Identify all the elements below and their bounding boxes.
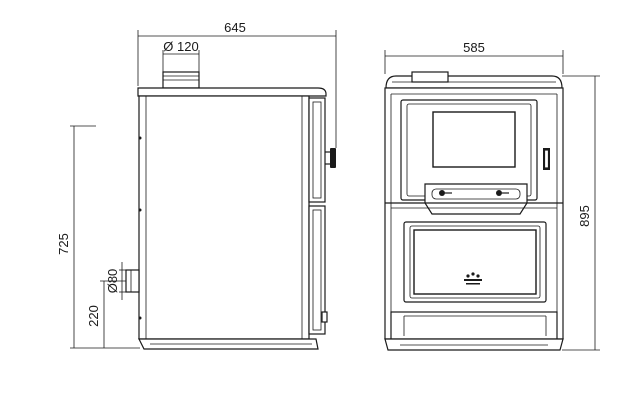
front-brand-logo <box>464 272 482 285</box>
dim-side-width: 645 <box>224 20 246 35</box>
dim-body-height: 725 <box>56 233 71 255</box>
front-view <box>384 71 564 351</box>
front-base <box>384 338 564 351</box>
dim-flue-diameter: Ø 120 <box>163 39 198 54</box>
side-door-handle <box>330 148 336 168</box>
front-control-knob-left <box>439 190 445 196</box>
side-dimensions: 645 Ø 120 725 220 Ø80 <box>56 20 337 349</box>
side-upper-door <box>308 97 326 203</box>
front-control-knob-right <box>496 190 502 196</box>
dim-front-width: 585 <box>463 40 485 55</box>
side-rear-outlet <box>125 269 140 293</box>
dim-outlet-height: 220 <box>86 305 101 327</box>
front-flue-collar <box>411 71 449 83</box>
front-fire-glass <box>432 111 516 168</box>
dim-overall-height: 895 <box>577 205 592 227</box>
front-drawer <box>390 311 558 340</box>
side-body <box>138 95 310 340</box>
front-dimensions: 585 895 <box>384 40 600 351</box>
side-view <box>125 71 336 350</box>
side-top-plate <box>137 87 327 97</box>
dim-outlet-diameter: Ø80 <box>105 269 120 294</box>
